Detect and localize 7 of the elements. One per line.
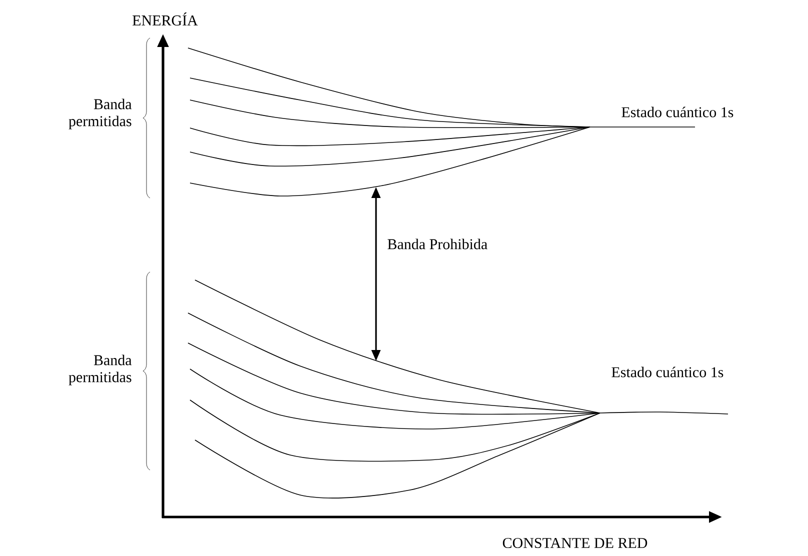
gap-label: Banda Prohibida [388, 238, 488, 250]
band-label: Banda permitidas [68, 354, 132, 386]
state-label: Estado cuántico 1s [622, 106, 734, 118]
axis-label: ENERGÍA [132, 12, 198, 26]
band-label: Banda permitidas [68, 98, 132, 130]
axis-label: CONSTANTE DE RED [502, 538, 648, 548]
state-label: Estado cuántico 1s [612, 366, 724, 378]
